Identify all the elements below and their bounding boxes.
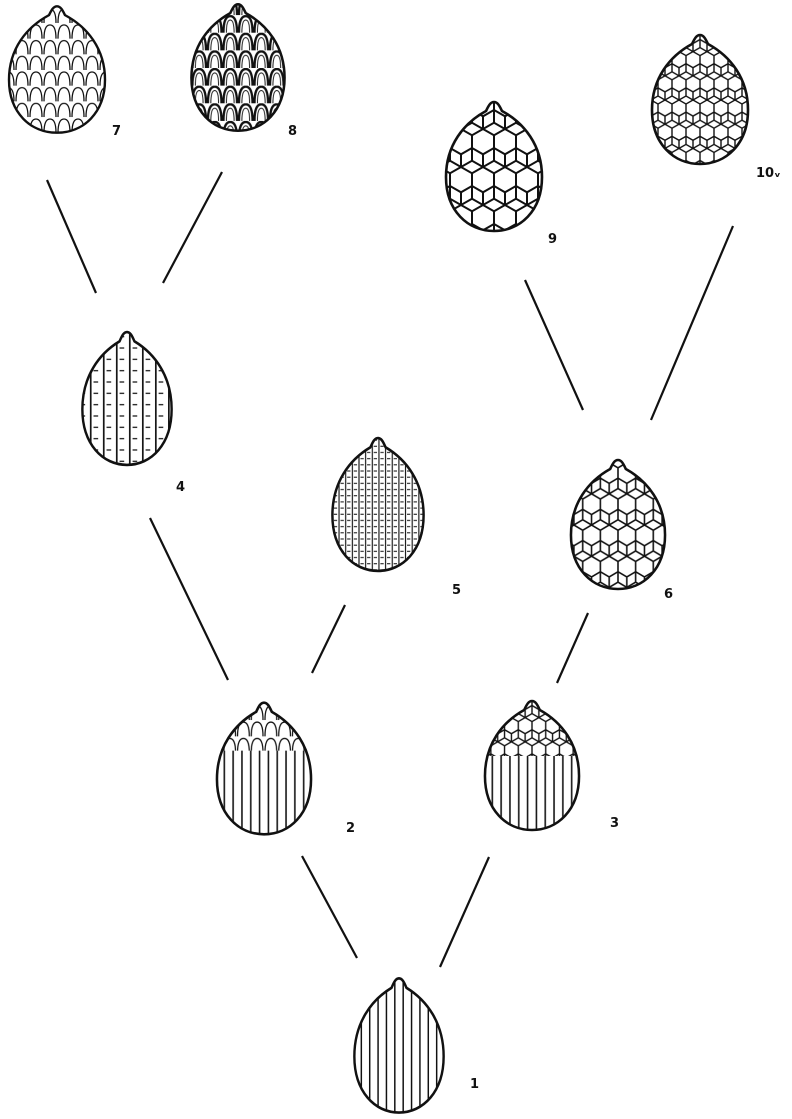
label-9: 9 xyxy=(548,232,557,247)
specimen-7 xyxy=(7,5,107,134)
specimen-10 xyxy=(650,34,750,166)
connector-9-6 xyxy=(525,280,583,410)
label-10: 10ᵥ xyxy=(756,166,781,181)
label-7: 7 xyxy=(112,124,121,139)
connector-6-3 xyxy=(557,613,588,683)
connector-7-4 xyxy=(47,180,96,293)
specimen-4 xyxy=(81,331,174,467)
label-4: 4 xyxy=(176,480,185,495)
connector-8-4 xyxy=(163,172,222,283)
connector-10-6 xyxy=(651,226,733,420)
label-2: 2 xyxy=(346,821,355,836)
connector-3-1 xyxy=(440,857,489,967)
specimen-1 xyxy=(353,977,446,1114)
specimen-2 xyxy=(215,702,313,837)
specimen-6 xyxy=(569,459,667,591)
specimen-3 xyxy=(483,700,581,832)
label-6: 6 xyxy=(664,587,673,602)
specimen-8 xyxy=(190,3,287,132)
connector-4-2 xyxy=(150,518,228,680)
connector-5-2 xyxy=(312,605,345,673)
specimen-9 xyxy=(444,101,544,233)
label-8: 8 xyxy=(288,124,297,139)
connector-2-1 xyxy=(302,856,357,958)
label-5: 5 xyxy=(452,583,461,598)
label-3: 3 xyxy=(610,816,619,831)
specimen-5 xyxy=(331,437,426,573)
label-1: 1 xyxy=(470,1077,479,1092)
